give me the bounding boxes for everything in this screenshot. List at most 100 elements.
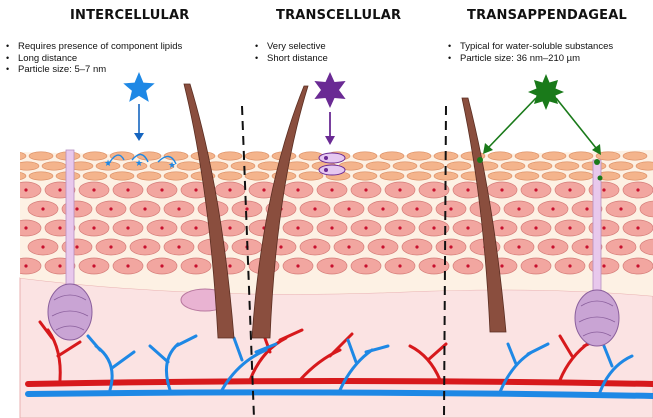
epidermal-cell — [181, 258, 211, 274]
route-arrow — [556, 98, 596, 148]
corneocyte — [245, 172, 269, 180]
epidermal-cell — [283, 220, 313, 236]
epidermal-cell — [11, 258, 41, 274]
epidermal-cell — [11, 220, 41, 236]
small-star-icon: ★ — [104, 158, 112, 168]
transcellular-particle — [319, 165, 345, 175]
corneocyte — [393, 162, 417, 170]
corneocyte — [623, 172, 647, 180]
transcellular-particle — [319, 153, 345, 163]
corneocyte — [447, 162, 471, 170]
epidermal-cell — [113, 182, 143, 198]
corneocyte — [245, 152, 269, 160]
epidermal-cell — [283, 258, 313, 274]
corneocyte — [488, 152, 512, 160]
epidermal-cell — [317, 182, 347, 198]
epidermal-cell — [317, 220, 347, 236]
corneocyte — [2, 172, 26, 180]
corneocyte — [407, 152, 431, 160]
epidermal-cell — [436, 201, 466, 217]
epidermal-cell — [147, 258, 177, 274]
epidermal-cell — [521, 182, 551, 198]
corneocyte — [609, 162, 633, 170]
epidermal-cell — [351, 258, 381, 274]
epidermal-cell — [283, 182, 313, 198]
epidermal-cell — [317, 258, 347, 274]
epidermal-cell — [79, 182, 109, 198]
epidermal-cell — [385, 220, 415, 236]
corneocyte — [420, 162, 444, 170]
epidermal-cell — [623, 182, 653, 198]
corneocyte — [15, 162, 39, 170]
artery — [28, 381, 653, 384]
epidermal-cell — [538, 201, 568, 217]
corneocyte — [299, 172, 323, 180]
corneocyte — [623, 152, 647, 160]
epidermal-cell — [300, 201, 330, 217]
epidermal-cell — [385, 258, 415, 274]
corneocyte — [218, 152, 242, 160]
epidermal-cell — [368, 201, 398, 217]
corneocyte — [542, 172, 566, 180]
epidermal-cell — [28, 201, 58, 217]
epidermal-cell — [215, 182, 245, 198]
epidermal-cell — [334, 201, 364, 217]
epidermal-cell — [351, 182, 381, 198]
epidermal-cell — [555, 182, 585, 198]
corneocyte — [218, 172, 242, 180]
route-arrow — [488, 98, 536, 148]
corneocyte — [29, 152, 53, 160]
epidermal-cell — [436, 239, 466, 255]
corneocyte — [2, 152, 26, 160]
corneocyte — [177, 162, 201, 170]
epidermal-cell — [11, 182, 41, 198]
epidermal-cell — [147, 182, 177, 198]
epidermal-cell — [164, 201, 194, 217]
corneocyte — [164, 172, 188, 180]
corneocyte — [542, 152, 566, 160]
epidermal-cell — [453, 220, 483, 236]
epidermal-cell — [368, 239, 398, 255]
arrowhead-icon — [134, 133, 144, 141]
epidermal-cell — [351, 220, 381, 236]
epidermal-cell — [96, 239, 126, 255]
epidermal-cell — [538, 239, 568, 255]
corneocyte — [380, 152, 404, 160]
epidermal-cell — [402, 201, 432, 217]
epidermal-cell — [555, 258, 585, 274]
arrowhead-icon — [325, 136, 335, 145]
epidermal-cell — [504, 201, 534, 217]
epidermal-cell — [113, 220, 143, 236]
epidermal-cell — [504, 239, 534, 255]
transcellular-route — [314, 72, 345, 175]
corneocyte — [501, 162, 525, 170]
epidermal-cell — [555, 220, 585, 236]
corneocyte — [528, 162, 552, 170]
six-point-star-icon — [314, 72, 345, 108]
corneocyte — [353, 152, 377, 160]
epidermal-cell — [79, 220, 109, 236]
corneocyte — [555, 162, 579, 170]
appendage-particle — [594, 159, 600, 165]
corneocyte — [137, 172, 161, 180]
epidermal-cell — [28, 239, 58, 255]
corneocyte — [515, 152, 539, 160]
epidermal-cell — [623, 258, 653, 274]
appendage-particle — [598, 176, 603, 181]
corneocyte — [42, 162, 66, 170]
corneocyte — [29, 172, 53, 180]
epidermal-cell — [606, 201, 636, 217]
burst-star-icon — [528, 74, 564, 110]
epidermal-cell — [113, 258, 143, 274]
epidermal-cell — [334, 239, 364, 255]
small-star-icon: ★ — [168, 160, 176, 170]
corneocyte — [515, 172, 539, 180]
appendage-particle — [477, 157, 483, 163]
corneocyte — [380, 172, 404, 180]
epidermal-cell — [606, 239, 636, 255]
corneocyte — [353, 172, 377, 180]
corneocyte — [366, 162, 390, 170]
corneocyte — [569, 152, 593, 160]
corneocyte — [231, 162, 255, 170]
